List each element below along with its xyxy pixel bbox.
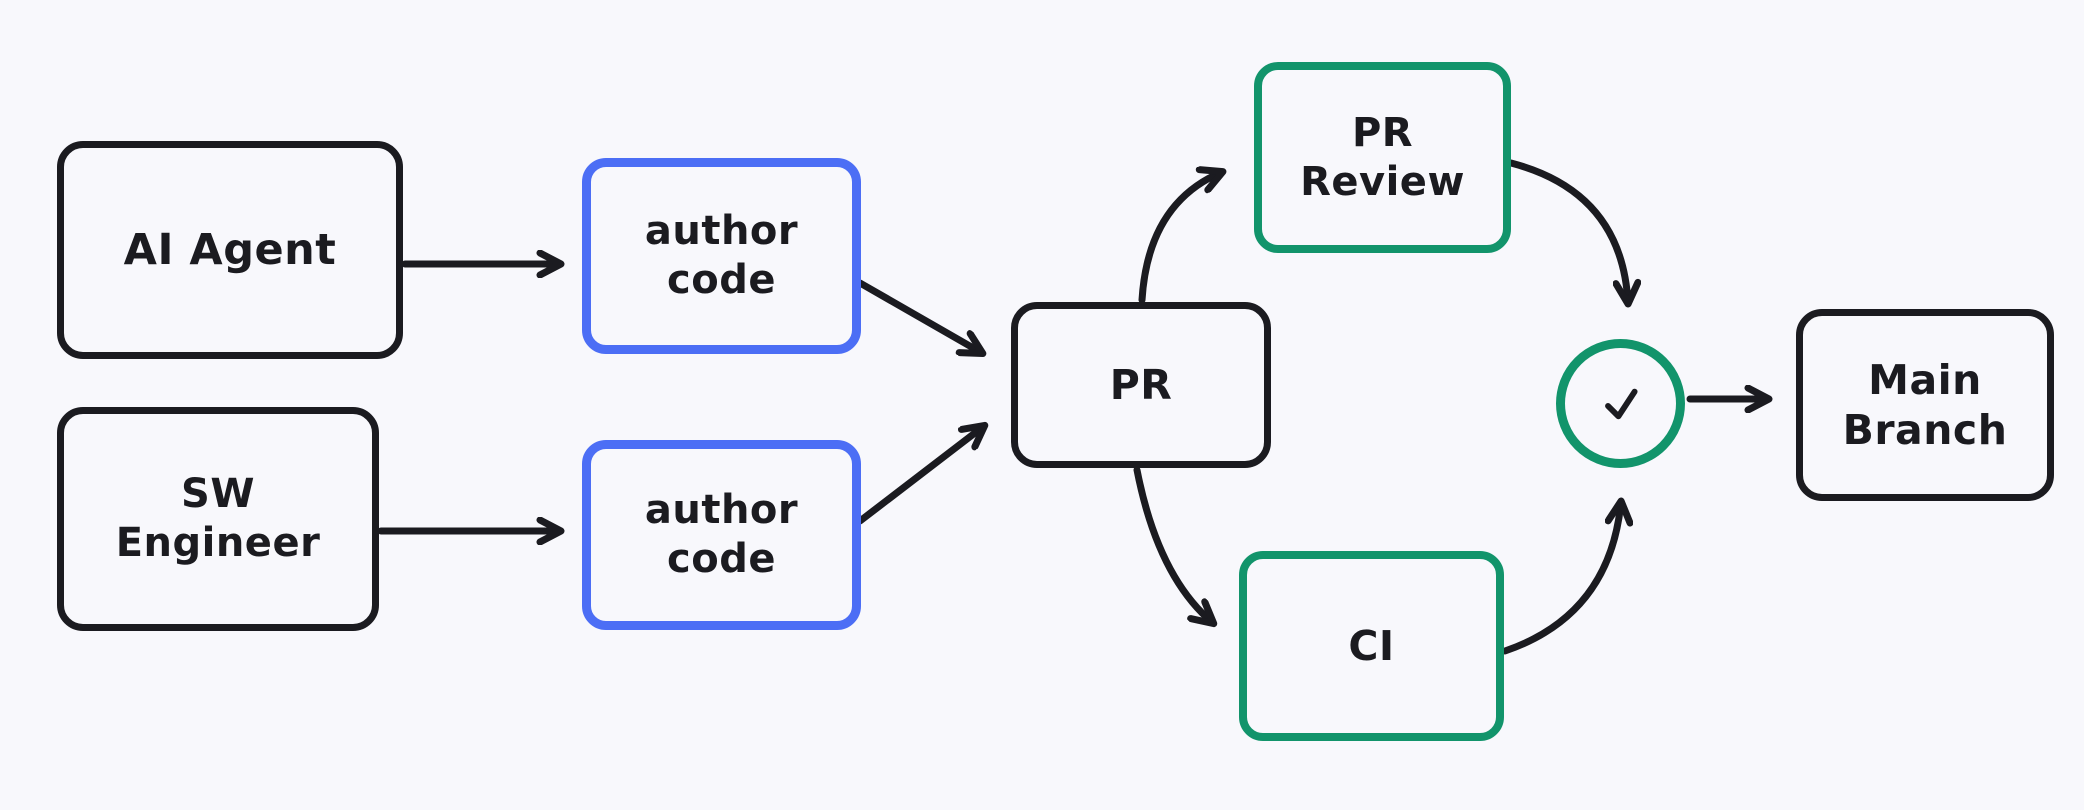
arrow-author-code-top-to-pr bbox=[856, 279, 982, 353]
node-ai-agent-label: AI Agent bbox=[123, 224, 337, 275]
node-pr: PR bbox=[1011, 302, 1271, 468]
arrow-pr-review-to-approval bbox=[1507, 159, 1628, 303]
node-sw-engineer-line2: Engineer bbox=[115, 520, 321, 566]
node-sw-engineer: SW Engineer bbox=[57, 407, 379, 631]
node-author-code-bottom-line1: author bbox=[644, 487, 799, 534]
arrow-author-code-bottom-to-pr bbox=[856, 426, 984, 525]
node-author-code-top-line2: code bbox=[667, 257, 776, 303]
node-author-code-top-line1: author bbox=[644, 208, 799, 255]
node-pr-review: PR Review bbox=[1254, 62, 1511, 253]
arrow-pr-to-pr-review bbox=[1138, 172, 1222, 304]
node-main-branch: Main Branch bbox=[1796, 309, 2054, 501]
node-approval-circle bbox=[1556, 339, 1685, 468]
node-author-code-bottom-line2: code bbox=[667, 536, 776, 582]
node-pr-label: PR bbox=[1109, 360, 1173, 409]
node-sw-engineer-line1: SW bbox=[181, 471, 255, 518]
arrow-ci-to-approval bbox=[1501, 502, 1621, 655]
node-author-code-top: author code bbox=[582, 158, 861, 354]
node-ai-agent: AI Agent bbox=[57, 141, 403, 359]
node-pr-review-line1: PR bbox=[1351, 109, 1414, 156]
node-pr-review-line2: Review bbox=[1300, 158, 1465, 205]
arrow-pr-to-ci bbox=[1133, 466, 1213, 623]
node-main-branch-line2: Branch bbox=[1842, 406, 2008, 454]
node-main-branch-line1: Main bbox=[1868, 355, 1982, 404]
check-icon bbox=[1604, 388, 1638, 419]
node-author-code-bottom: author code bbox=[582, 440, 861, 630]
node-ci-label: CI bbox=[1348, 621, 1395, 670]
node-ci: CI bbox=[1239, 551, 1504, 741]
